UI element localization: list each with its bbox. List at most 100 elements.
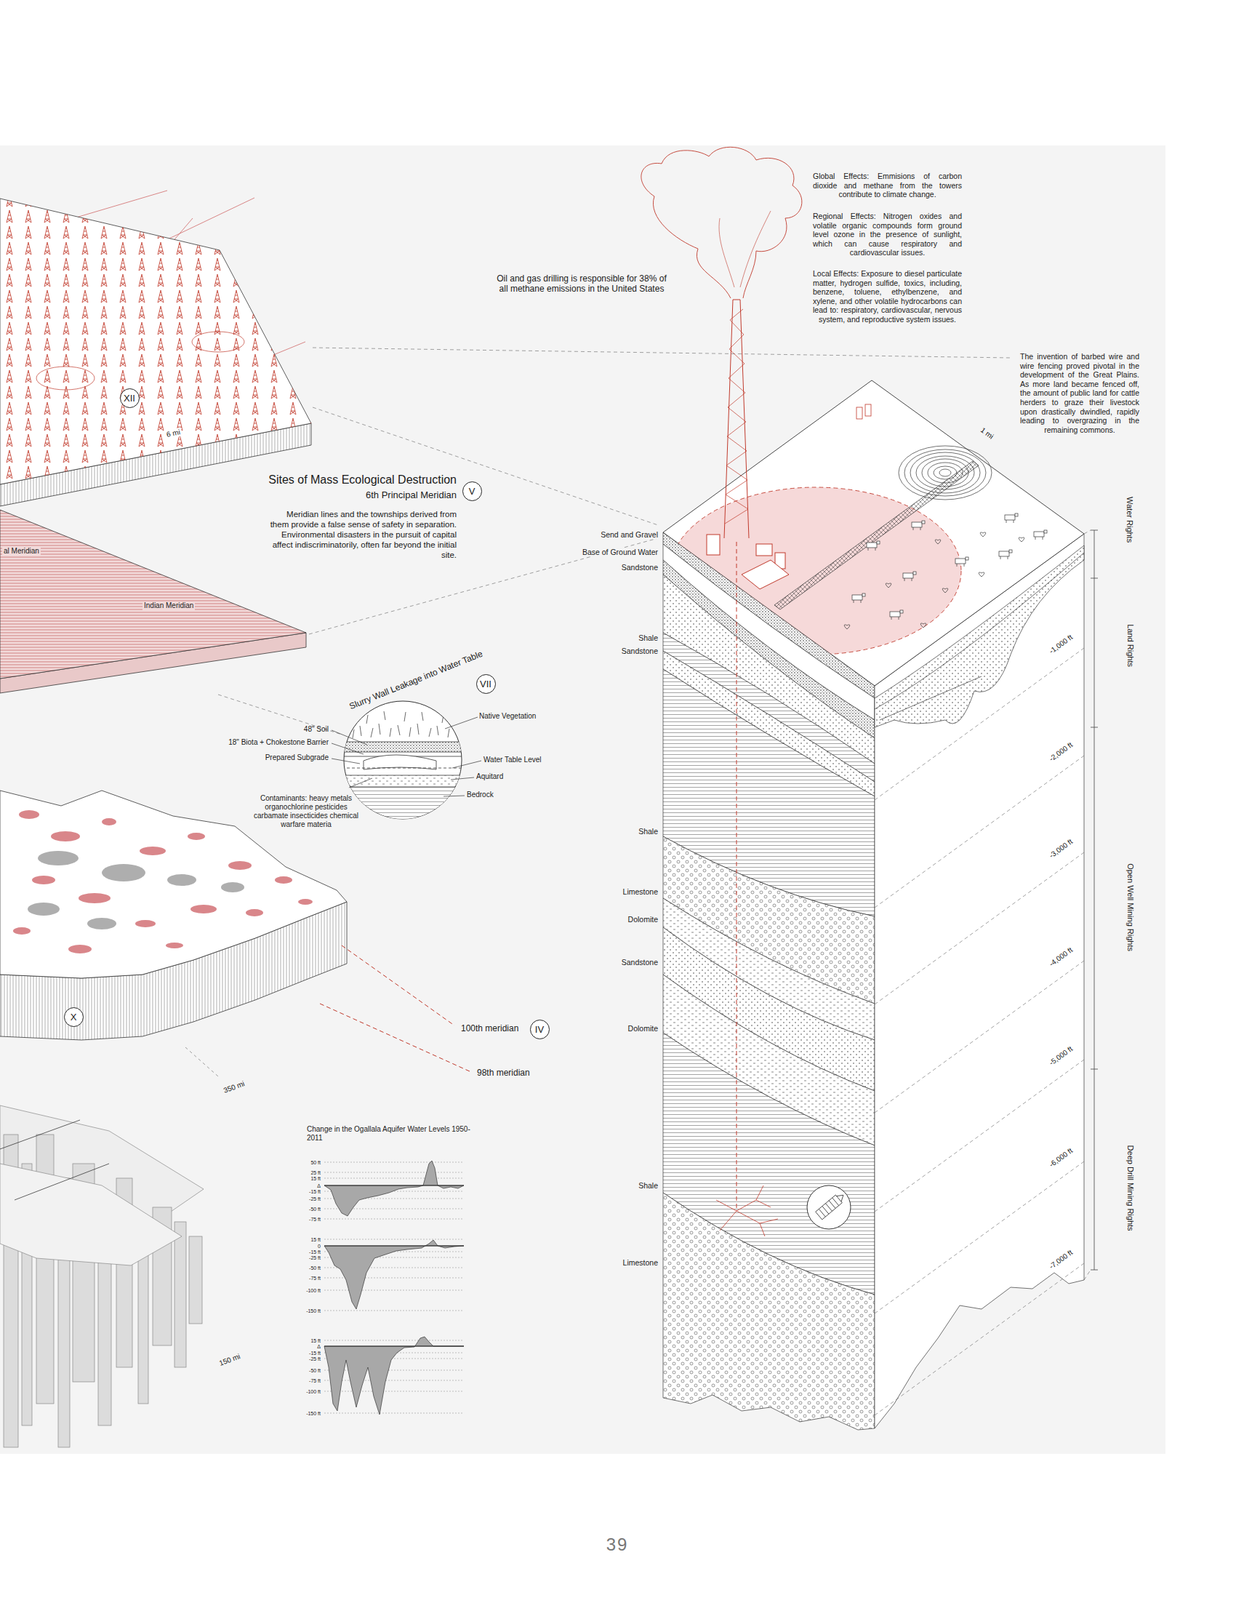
- aquifer-chart: [324, 1160, 464, 1415]
- rights-bracket: [1090, 530, 1098, 1270]
- surface-face: [889, 610, 904, 620]
- drilling-derrick: [807, 1185, 851, 1229]
- section-heading: Sites of Mass Ecological Destruction: [268, 472, 457, 487]
- drilling-derrick: [815, 1194, 843, 1220]
- stratum-label: Limestone: [621, 887, 660, 897]
- state-map: [190, 904, 217, 914]
- aquifer-chart: [324, 1336, 464, 1415]
- axis-tick: 15 ft: [310, 1236, 321, 1242]
- state-map: [13, 809, 313, 954]
- derrick-field: [0, 190, 312, 507]
- surface-face: [852, 513, 1047, 620]
- aquifer-chart: [324, 1185, 464, 1346]
- surface-face: [862, 593, 866, 597]
- slurry-inset: [341, 775, 466, 787]
- axis-tick: -75 ft: [309, 1275, 321, 1281]
- stratum-label: Sandstone: [620, 646, 660, 656]
- guide-line: [1084, 1269, 1091, 1280]
- callout-number: VII: [479, 679, 492, 689]
- state-map: [139, 846, 166, 856]
- aquifer-chart: [324, 1160, 464, 1216]
- state-map: [27, 850, 245, 930]
- state-map: [101, 863, 146, 882]
- depth-line: [874, 852, 1085, 1005]
- callout-number: X: [70, 1012, 78, 1022]
- guide-line: [218, 694, 342, 735]
- axis-tick: -15 ft: [309, 1350, 321, 1356]
- layer-label: 18" Biota + Chokestone Barrier: [228, 737, 329, 747]
- aquifer-chart: [324, 1238, 464, 1311]
- surface-face: [852, 594, 863, 600]
- surface-face: [921, 520, 925, 524]
- guide-line: [312, 407, 658, 525]
- slurry-inset: [341, 741, 466, 752]
- axis-tick: -15 ft: [309, 1249, 321, 1255]
- surface-face: [663, 380, 1085, 686]
- drilling-derrick: [756, 543, 773, 556]
- callout-number: XII: [123, 393, 136, 403]
- surface-face: [866, 542, 877, 548]
- stratum-label: Dolomite: [626, 914, 660, 925]
- state-map: [228, 860, 252, 870]
- surface-face: [903, 571, 917, 581]
- callout-number: IV: [535, 1024, 544, 1034]
- meridian-label: 100th meridian: [460, 1022, 519, 1034]
- effects-note: Regional Effects: Nitrogen oxides and vo…: [812, 211, 962, 258]
- surface-face: [980, 532, 986, 537]
- rights-label: Open Well Mining Rights: [1124, 863, 1135, 952]
- state-map: [68, 944, 92, 954]
- surface-face: [898, 445, 992, 500]
- state-map: [274, 876, 293, 884]
- axis-tick: 50 ft: [310, 1159, 321, 1165]
- meridian-label: al Meridian: [2, 546, 41, 556]
- surface-face: [1009, 549, 1013, 553]
- surface-face: [889, 611, 901, 617]
- axis-tick: -150 ft: [306, 1410, 321, 1416]
- drilling-derrick: [736, 541, 738, 1211]
- stratum-label: Sandstone: [620, 957, 660, 967]
- depth-line: [874, 647, 1085, 800]
- statistic-note: Oil and gas drilling is responsible for …: [494, 273, 669, 295]
- stratum-label: Shale: [636, 633, 660, 643]
- aquifer-pillars: [0, 1163, 182, 1266]
- state-map: [245, 908, 264, 917]
- derrick-field: [0, 198, 312, 485]
- surface-face: [1006, 519, 1014, 523]
- effects-note: Global Effects: Emmisions of carbon diox…: [812, 171, 962, 200]
- stratum-label: Shale: [636, 826, 660, 837]
- slurry-inset: [341, 741, 466, 757]
- surface-face: [934, 539, 941, 544]
- surface-face: [955, 558, 966, 564]
- barbed-wire-note: The invention of barbed wire and wire fe…: [1020, 351, 1140, 435]
- slurry-inset: [363, 754, 437, 770]
- slurry-inset: [341, 767, 466, 769]
- surface-face: [868, 547, 876, 551]
- state-map: [0, 790, 472, 1077]
- axis-tick: Δ: [316, 1343, 321, 1349]
- axis-tick: -25 ft: [309, 1196, 321, 1202]
- surface-face: [913, 527, 921, 531]
- surface-face: [978, 572, 985, 577]
- panel-background: [0, 145, 1166, 1454]
- aquifer-pillars: [0, 1119, 110, 1200]
- aquifer-pillars: [189, 1236, 203, 1324]
- surface-face: [911, 520, 925, 531]
- meridian-label: Indian Meridian: [142, 601, 195, 611]
- stratum-label: Shale: [636, 1180, 660, 1191]
- surface-face: [898, 445, 992, 500]
- callout-circle: VII: [476, 673, 496, 694]
- surface-face: [856, 407, 863, 419]
- rights-bracket: [1090, 530, 1098, 1270]
- drilling-derrick: [716, 1185, 778, 1236]
- axis-tick: -150 ft: [306, 1307, 321, 1314]
- drilling-derrick: [706, 534, 720, 555]
- state-map: [27, 902, 60, 916]
- axis-tick: -100 ft: [306, 1388, 321, 1394]
- surface-face: [998, 549, 1013, 560]
- drilling-derrick: [719, 210, 771, 288]
- surface-face: [670, 487, 962, 655]
- surface-face: [956, 563, 965, 567]
- effects-note: Local Effects: Exposure to diesel partic…: [812, 269, 962, 325]
- axis-tick: -75 ft: [309, 1377, 321, 1383]
- layer-label: Water Table Level: [483, 755, 542, 765]
